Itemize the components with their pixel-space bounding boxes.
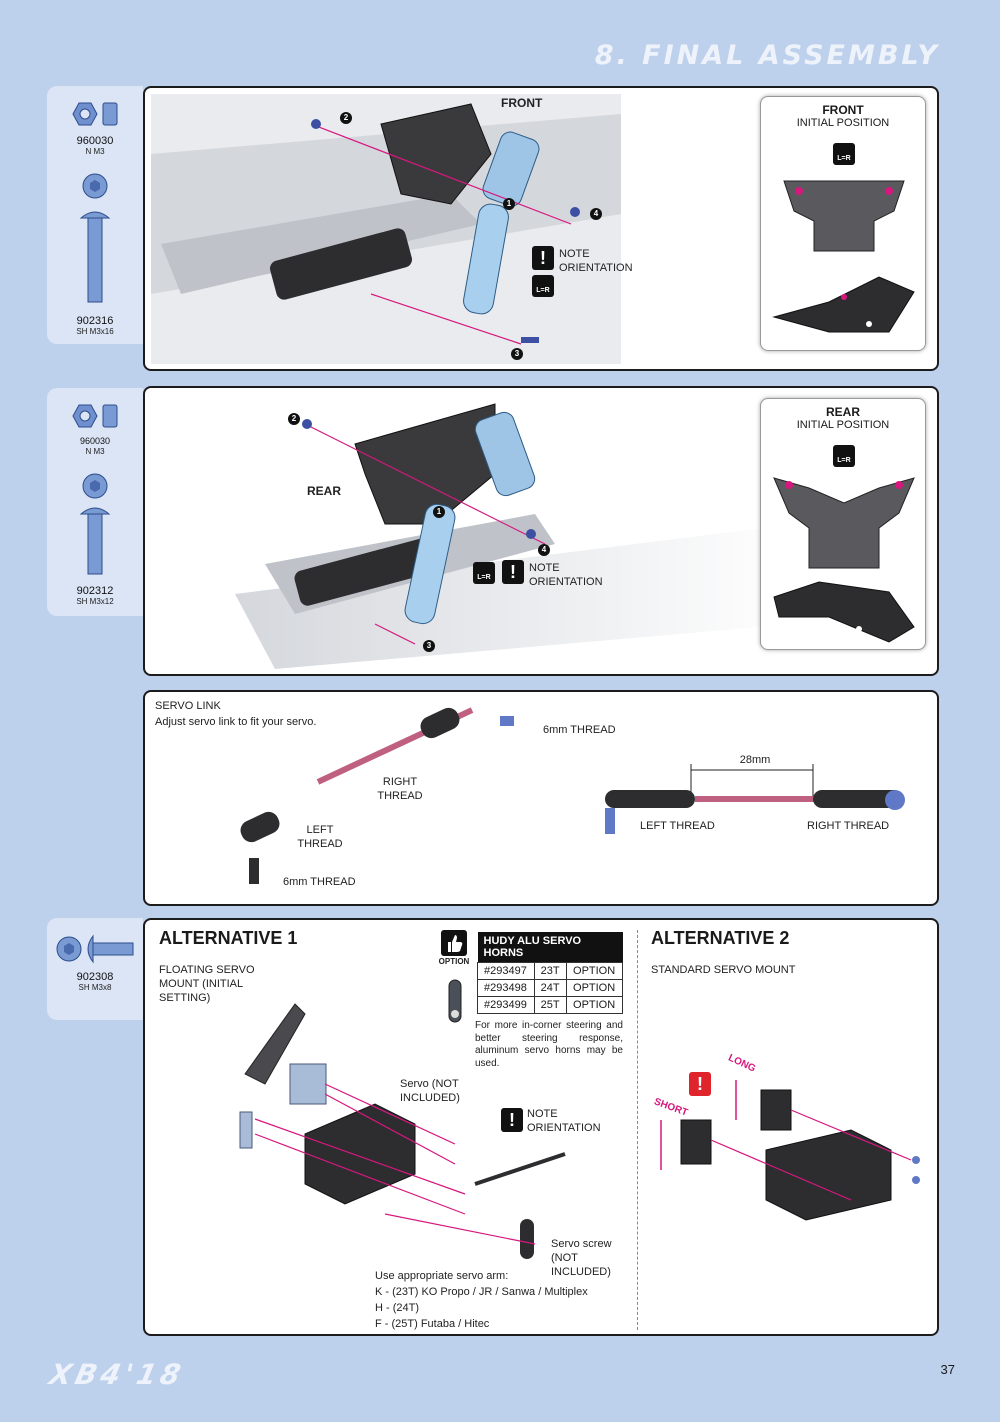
- parts-tab-2: 960030 N M3 902312 SH M3x12: [47, 388, 143, 616]
- floating-servo-mount-illustration: [239, 1003, 566, 1259]
- nut-icon: [72, 404, 118, 428]
- part-code-4: 902308: [76, 971, 114, 983]
- front-assembly-illustration: [151, 94, 621, 364]
- inset-lr-icon: L=R: [833, 143, 855, 165]
- inset-rear-subtitle: INITIAL POSITION: [796, 419, 890, 431]
- servo-link-subtitle: Adjust servo link to fit your servo.: [155, 716, 317, 728]
- thread-6mm-top: 6mm THREAD: [543, 724, 616, 736]
- alt1-title: ALTERNATIVE 1: [159, 928, 298, 948]
- alt1-subtitle: FLOATING SERVO MOUNT (INITIAL SETTING): [159, 964, 255, 1004]
- part-desc-1a: N M3: [85, 147, 105, 157]
- part-code-2b: 902312: [76, 584, 114, 597]
- part-desc-2a: N M3: [85, 446, 105, 456]
- note-orientation: NOTE ORIENTATION: [527, 1108, 601, 1134]
- step-2: 2: [340, 112, 352, 124]
- rear-label: REAR: [307, 484, 342, 498]
- servo-link-assembled-illustration: [605, 764, 905, 834]
- part-code-1a: 960030: [76, 135, 114, 147]
- step-3: 3: [423, 640, 435, 652]
- part-desc-2b: SH M3x12: [76, 596, 114, 606]
- thread-6mm-bottom: 6mm THREAD: [283, 876, 356, 888]
- step-4: 4: [590, 208, 602, 220]
- option-label: OPTION: [438, 957, 470, 966]
- arm-note-title: Use appropriate servo arm:: [375, 1270, 509, 1282]
- inset-rear-title: REAR: [825, 405, 860, 419]
- front-arm-icon: [772, 276, 915, 333]
- note-orientation: NOTE ORIENTATION: [559, 248, 633, 274]
- lr-icon: L=R: [473, 562, 495, 584]
- servo-link-panel: SERVO LINK Adjust servo link to fit your…: [143, 690, 939, 906]
- table-note: For more in-corner steering and better s…: [475, 1020, 623, 1069]
- left-thread-label-2: LEFT THREAD: [640, 820, 715, 832]
- servo-horn-icon: [448, 979, 462, 1023]
- inset-front-title: FRONT: [822, 103, 864, 117]
- note-orientation: NOTE ORIENTATION: [529, 562, 603, 588]
- right-thread-label-2: RIGHT THREAD: [807, 820, 890, 832]
- nut-icon: [72, 102, 118, 126]
- option-thumb-icon: [441, 930, 467, 956]
- inset-lr-icon: L=R: [833, 445, 855, 467]
- arm-line-k: K - (23T) KO Propo / JR / Sanwa / Multip…: [375, 1286, 588, 1298]
- rear-arm-icon: [773, 581, 915, 643]
- part-desc-4: SH M3x8: [78, 983, 112, 993]
- rear-inset: REAR INITIAL POSITION L=R: [760, 398, 926, 650]
- alt2-subtitle: STANDARD SERVO MOUNT: [651, 964, 796, 976]
- page-title: 8. FINAL ASSEMBLY: [594, 40, 940, 71]
- alt-divider: [637, 930, 638, 1330]
- servo-link-exploded-illustration: [240, 707, 514, 884]
- warning-icon-red: !: [689, 1072, 711, 1096]
- right-thread-label: RIGHT THREAD: [377, 776, 423, 802]
- servo-screw-label: Servo screw (NOT INCLUDED): [551, 1238, 612, 1278]
- rear-shock-tower-icon: [773, 477, 915, 569]
- arm-line-h: H - (24T): [375, 1302, 419, 1314]
- screw-side-icon: [56, 934, 134, 964]
- step-3: 3: [511, 348, 523, 360]
- left-thread-label: LEFT THREAD: [297, 824, 343, 850]
- long-label: LONG: [726, 1052, 758, 1075]
- parts-tab-1: 960030 N M3 902316 SH M3x16: [47, 86, 143, 344]
- servo-mount-panel: ALTERNATIVE 1 FLOATING SERVO MOUNT (INIT…: [143, 918, 939, 1336]
- step-1: 1: [433, 506, 445, 518]
- page-number: 37: [940, 1362, 955, 1377]
- arm-line-f: F - (25T) Futaba / Hitec: [375, 1318, 490, 1330]
- step-2: 2: [288, 413, 300, 425]
- rear-assembly-illustration: [235, 403, 795, 669]
- step-1: 1: [503, 198, 515, 210]
- servo-label: Servo (NOT INCLUDED): [400, 1078, 460, 1104]
- warning-icon: !: [532, 246, 554, 270]
- front-shock-tower-icon: [783, 180, 905, 252]
- front-label: FRONT: [501, 96, 543, 110]
- part-code-2a: 960030: [79, 436, 111, 446]
- standard-servo-mount-illustration: [660, 1080, 920, 1221]
- screw-icon: [79, 473, 111, 575]
- dimension-28mm: 28mm: [739, 754, 771, 766]
- servo-link-title: SERVO LINK: [155, 700, 221, 712]
- part-desc-1b: SH M3x16: [76, 327, 114, 337]
- parts-tab-4: 902308 SH M3x8: [47, 918, 143, 1020]
- rear-shock-panel: 2 REAR 1 4 3 L=R ! NOTE ORIENTATION REAR…: [143, 386, 939, 676]
- lr-icon: L=R: [532, 275, 554, 297]
- table-header: HUDY ALU SERVO HORNS: [477, 932, 623, 963]
- xb4-logo: XB4'18: [46, 1358, 188, 1391]
- warning-icon: !: [501, 1108, 523, 1132]
- alt2-title: ALTERNATIVE 2: [651, 928, 790, 948]
- front-shock-panel: FRONT 2 1 4 3 ! NOTE ORIENTATION L=R FRO…: [143, 86, 939, 371]
- screw-icon: [79, 173, 111, 303]
- front-inset: FRONT INITIAL POSITION L=R: [760, 96, 926, 351]
- step-4: 4: [538, 544, 550, 556]
- warning-icon: !: [502, 560, 524, 584]
- part-code-1b: 902316: [76, 315, 114, 328]
- inset-front-subtitle: INITIAL POSITION: [796, 117, 890, 129]
